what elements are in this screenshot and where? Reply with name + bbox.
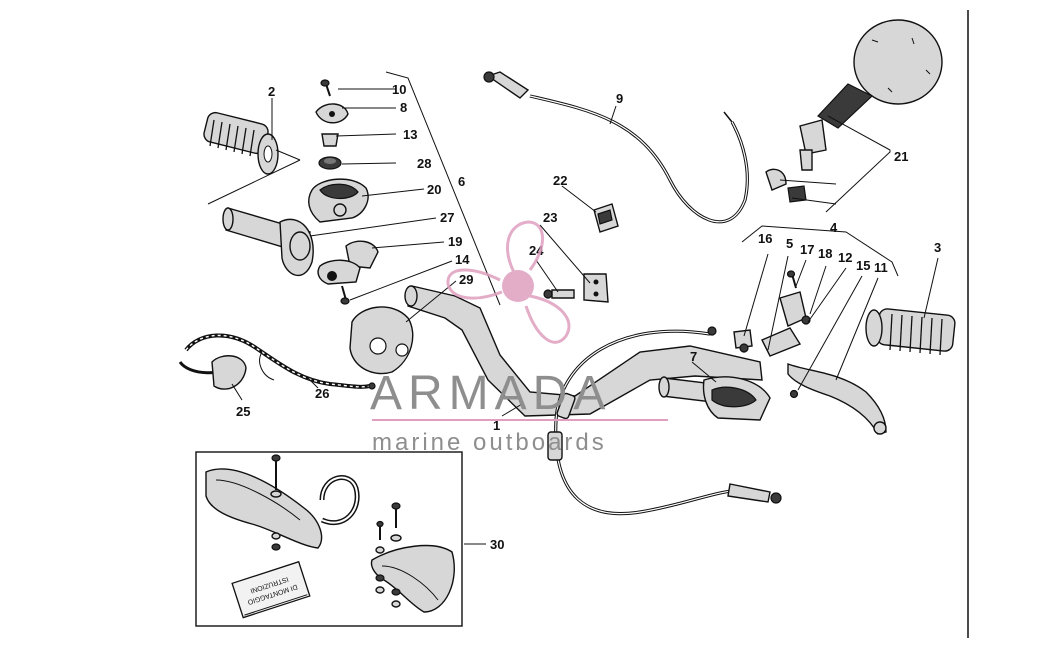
propeller-logo <box>446 220 571 344</box>
callout-9: 9 <box>616 91 623 106</box>
callout-2: 2 <box>268 84 275 99</box>
callout-21: 21 <box>894 149 908 164</box>
right-grip <box>865 308 956 356</box>
parts-22-23-24 <box>543 203 619 303</box>
right-controls <box>658 270 887 435</box>
callout-6: 6 <box>458 174 465 189</box>
callout-1: 1 <box>493 418 500 433</box>
screw-14 <box>340 285 350 305</box>
screw-right-kit <box>376 502 401 540</box>
callout-15: 15 <box>856 258 870 273</box>
callout-23: 23 <box>543 210 557 225</box>
mirror-21 <box>765 19 943 203</box>
callout-20: 20 <box>427 182 441 197</box>
screw-left-kit <box>270 454 282 498</box>
left-switch-parts <box>308 79 379 305</box>
callout-3: 3 <box>934 240 941 255</box>
callout-17: 17 <box>800 242 814 257</box>
callout-18: 18 <box>818 246 832 261</box>
left-bar-end <box>222 207 314 277</box>
callout-29: 29 <box>459 272 473 287</box>
callout-22: 22 <box>553 173 567 188</box>
callout-14: 14 <box>455 252 470 267</box>
callout-labels: 2 10 8 13 28 6 20 27 19 14 29 9 22 23 24… <box>236 82 941 552</box>
clamp-29 <box>349 306 414 375</box>
callout-11: 11 <box>874 260 888 275</box>
callout-25: 25 <box>236 404 250 419</box>
callout-10: 10 <box>392 82 406 97</box>
callout-13: 13 <box>403 127 417 142</box>
callout-19: 19 <box>448 234 462 249</box>
leader-lines <box>207 71 939 545</box>
callout-28: 28 <box>417 156 431 171</box>
callout-7: 7 <box>690 349 697 364</box>
screw-17 <box>786 270 797 289</box>
handguard-kit: ISTRUZIONI DI MONTAGGIO <box>195 451 463 627</box>
callout-5: 5 <box>786 236 793 251</box>
cable-7 <box>547 326 782 516</box>
cable-9 <box>483 71 749 224</box>
armada-watermark: ARMADA marine outboards <box>370 220 668 456</box>
callout-27: 27 <box>440 210 454 225</box>
screw-10 <box>320 79 331 97</box>
watermark-tagline: marine outboards <box>372 429 607 456</box>
handlebar <box>404 285 763 417</box>
callout-26: 26 <box>315 386 329 401</box>
left-grip <box>203 111 279 175</box>
callout-8: 8 <box>400 100 407 115</box>
harness-25-26 <box>178 333 376 390</box>
callout-12: 12 <box>838 250 852 265</box>
instruction-booklet: ISTRUZIONI DI MONTAGGIO <box>231 560 311 619</box>
callout-16: 16 <box>758 231 772 246</box>
callout-30: 30 <box>490 537 504 552</box>
callout-4: 4 <box>830 220 838 235</box>
watermark-brand: ARMADA <box>370 367 611 420</box>
